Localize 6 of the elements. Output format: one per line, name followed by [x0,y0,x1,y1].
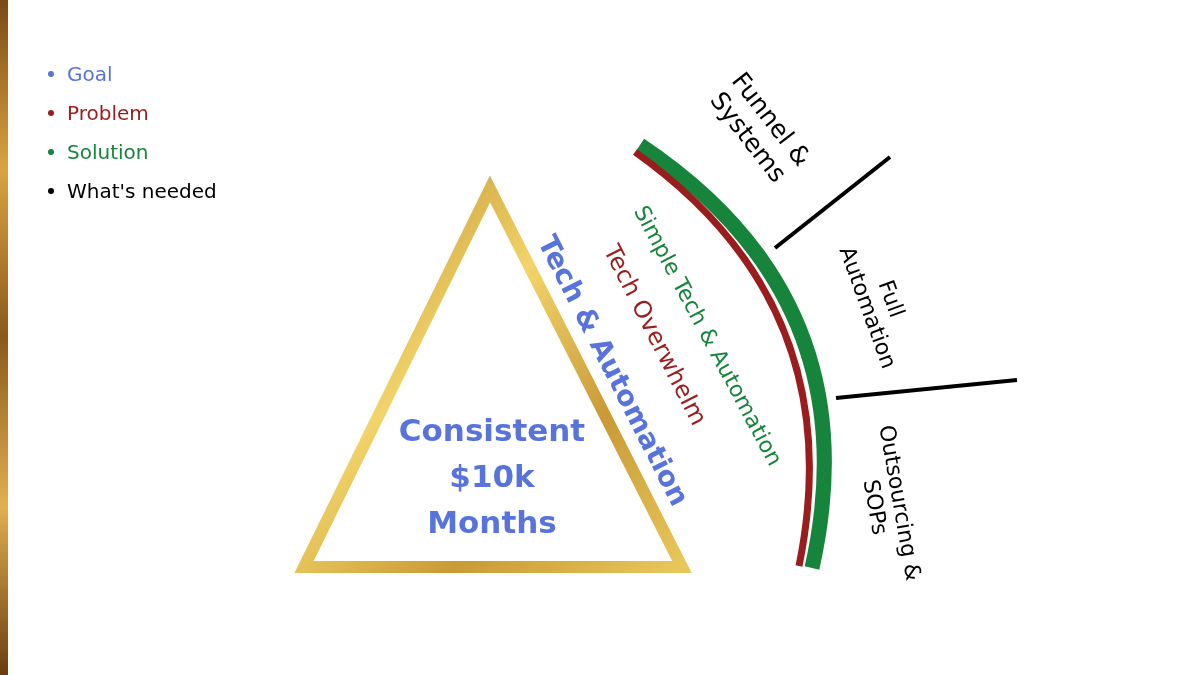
legend-text: Problem [67,101,149,125]
legend-text: Solution [67,140,149,164]
need-label: Outsourcing & SOPs [857,422,928,585]
legend-text: Goal [67,62,113,86]
legend-text: What's needed [67,179,217,203]
goal-text: Consistent $10k Months [397,411,587,542]
